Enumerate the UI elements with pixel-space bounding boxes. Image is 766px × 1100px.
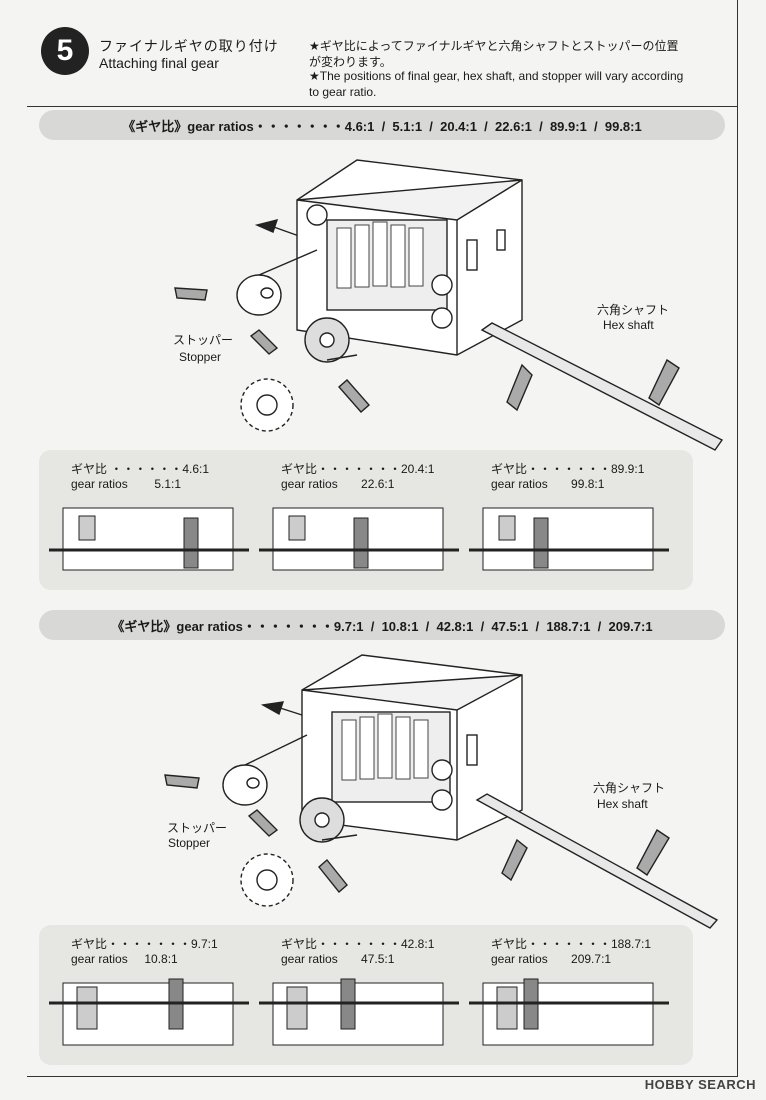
hex-shaft-label-en: Hex shaft: [603, 318, 654, 332]
gear-config: ギヤ比・・・・・・・20.4:1 gear ratios 22.6:1: [259, 456, 459, 584]
stopper-part: [222, 764, 268, 806]
gear-config: ギヤ比・・・・・・・9.7:1 gear ratios 10.8:1: [49, 931, 249, 1059]
direction-arrow-icon: [254, 219, 279, 233]
note-jp: ★ギヤ比によってファイナルギヤと六角シャフトとストッパーの位置が変わります。: [309, 39, 679, 69]
gear-config: ギヤ比・・・・・・・188.7:1 gear ratios 209.7:1: [469, 931, 669, 1059]
gearbox-illustration-2: [164, 654, 719, 929]
stopper-part: [236, 274, 282, 316]
step-header: 5 ファイナルギヤの取り付け Attaching final gear ★ギヤ比…: [27, 0, 737, 107]
config-diagram: [469, 978, 669, 1046]
config-panel-1: ギヤ比 ・・・・・・4.6:1 gear ratios 5.1:1 ギヤ比・・・…: [39, 450, 693, 590]
config-panel-2: ギヤ比・・・・・・・9.7:1 gear ratios 10.8:1 ギヤ比・・…: [39, 925, 693, 1065]
config-ratios: ギヤ比・・・・・・・20.4:1 gear ratios 22.6:1: [281, 462, 435, 491]
stopper-label-jp: ストッパー: [173, 333, 234, 347]
watermark-text: HOBBY SEARCH: [644, 1077, 756, 1092]
stopper-label-en: Stopper: [179, 350, 222, 364]
step-number: 5: [41, 27, 89, 75]
config-diagram: [259, 507, 459, 571]
stopper-label-en: Stopper: [168, 836, 211, 850]
instruction-page: 5 ファイナルギヤの取り付け Attaching final gear ★ギヤ比…: [27, 0, 738, 1077]
hex-shaft-label-en: Hex shaft: [597, 797, 648, 811]
config-ratios: ギヤ比・・・・・・・9.7:1 gear ratios 10.8:1: [71, 937, 218, 966]
note-en: ★The positions of final gear, hex shaft,…: [309, 69, 684, 99]
stopper-label-jp: ストッパー: [167, 821, 228, 835]
gearbox-illustration-1: [174, 159, 724, 451]
gear-config: ギヤ比 ・・・・・・4.6:1 gear ratios 5.1:1: [49, 456, 249, 584]
hex-shaft: [480, 322, 724, 451]
hex-shaft: [475, 793, 719, 929]
config-ratios: ギヤ比・・・・・・・188.7:1 gear ratios 209.7:1: [491, 937, 652, 966]
config-ratios: ギヤ比・・・・・・・42.8:1 gear ratios 47.5:1: [281, 937, 435, 966]
config-ratios: ギヤ比 ・・・・・・4.6:1 gear ratios 5.1:1: [71, 462, 210, 491]
config-diagram: [469, 507, 669, 571]
gear-ratio-band-1: 《ギヤ比》gear ratios・・・・・・・4.6:1 / 5.1:1 / 2…: [39, 110, 725, 140]
config-diagram: [259, 978, 459, 1046]
gear-ratio-band-2: 《ギヤ比》gear ratios・・・・・・・9.7:1 / 10.8:1 / …: [39, 610, 725, 640]
gear-config: ギヤ比・・・・・・・42.8:1 gear ratios 47.5:1: [259, 931, 459, 1059]
config-diagram: [49, 978, 249, 1046]
config-diagram: [49, 507, 249, 571]
hex-shaft-label-jp: 六角シャフト: [593, 781, 666, 795]
config-ratios: ギヤ比・・・・・・・89.9:1 gear ratios 99.8:1: [491, 462, 645, 491]
step-title-jp: ファイナルギヤの取り付け: [99, 38, 279, 54]
hex-shaft-label-jp: 六角シャフト: [597, 303, 670, 317]
step-title-en: Attaching final gear: [99, 55, 219, 71]
gear-config: ギヤ比・・・・・・・89.9:1 gear ratios 99.8:1: [469, 456, 669, 584]
